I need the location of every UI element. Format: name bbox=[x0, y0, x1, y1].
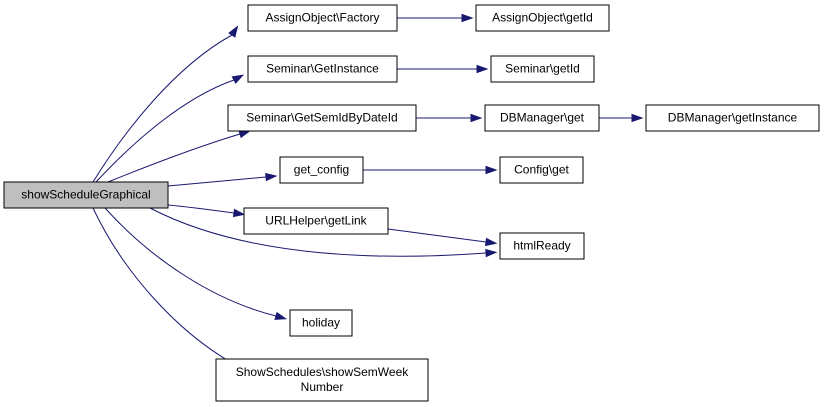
arrowhead bbox=[484, 237, 498, 247]
node-box bbox=[484, 104, 600, 132]
node-box bbox=[490, 55, 595, 83]
arrowhead bbox=[461, 13, 474, 23]
node-box bbox=[247, 4, 398, 32]
node-box bbox=[499, 232, 585, 260]
edges-layer bbox=[92, 13, 644, 370]
arrowhead bbox=[232, 208, 246, 218]
edge-n6-n7 bbox=[599, 113, 644, 123]
edge-n10-n11 bbox=[387, 228, 498, 247]
function-node[interactable]: AssignObject\Factory bbox=[247, 4, 398, 32]
node-box bbox=[247, 55, 398, 83]
node-box bbox=[475, 4, 610, 32]
arrowhead bbox=[231, 74, 245, 84]
node-box bbox=[499, 156, 584, 184]
function-node[interactable]: holiday bbox=[289, 309, 353, 337]
function-node[interactable]: AssignObject\getId bbox=[475, 4, 610, 32]
node-label: ShowSchedules\showSemWeek bbox=[236, 365, 410, 379]
edge-root-n3 bbox=[95, 74, 245, 183]
edge-line bbox=[92, 207, 233, 364]
edge-n3-n4 bbox=[397, 64, 489, 74]
function-node[interactable]: DBManager\get bbox=[484, 104, 600, 132]
node-box bbox=[227, 104, 417, 132]
node-box bbox=[3, 181, 169, 209]
function-node[interactable]: htmlReady bbox=[499, 232, 585, 260]
arrowhead bbox=[265, 172, 278, 182]
edge-root-n12 bbox=[104, 207, 288, 320]
node-label: Config\get bbox=[514, 163, 569, 177]
edge-root-n1 bbox=[92, 25, 239, 183]
edge-line bbox=[167, 204, 235, 214]
node-box bbox=[289, 309, 353, 337]
edge-root-n11 bbox=[149, 207, 498, 258]
arrowhead bbox=[228, 25, 239, 38]
arrowhead bbox=[485, 248, 498, 258]
edge-line bbox=[107, 133, 241, 183]
node-label: holiday bbox=[302, 316, 340, 330]
node-label: showScheduleGraphical bbox=[21, 188, 150, 202]
edge-line bbox=[92, 34, 233, 183]
edge-line bbox=[95, 79, 235, 183]
edge-line bbox=[387, 228, 487, 243]
edge-n8-n9 bbox=[363, 165, 498, 175]
node-label: Seminar\GetSemIdByDateId bbox=[246, 111, 397, 125]
node-label: Seminar\GetInstance bbox=[266, 62, 379, 76]
node-label: DBManager\get bbox=[500, 111, 585, 125]
function-node[interactable]: DBManager\getInstance bbox=[645, 104, 820, 132]
arrowhead bbox=[238, 130, 251, 139]
node-label: AssignObject\Factory bbox=[265, 11, 379, 25]
function-node[interactable]: Config\get bbox=[499, 156, 584, 184]
nodes-layer: showScheduleGraphical AssignObject\Factor… bbox=[3, 4, 820, 402]
function-node[interactable]: Seminar\GetSemIdByDateId bbox=[227, 104, 417, 132]
function-node[interactable]: get_config bbox=[279, 156, 364, 184]
node-box bbox=[243, 207, 389, 235]
node-label: htmlReady bbox=[513, 239, 570, 253]
arrowhead bbox=[470, 113, 483, 123]
edge-line bbox=[167, 176, 267, 187]
node-label: Seminar\getId bbox=[505, 62, 580, 76]
arrowhead bbox=[476, 64, 489, 74]
node-label: Number bbox=[301, 380, 344, 394]
edge-line bbox=[104, 207, 277, 317]
node-label: AssignObject\getId bbox=[492, 11, 593, 25]
function-node[interactable]: Seminar\getId bbox=[490, 55, 595, 83]
node-label: get_config bbox=[294, 163, 349, 177]
edge-n1-n2 bbox=[397, 13, 474, 23]
edge-root-n5 bbox=[107, 130, 251, 183]
edge-line bbox=[149, 207, 487, 257]
edge-root-n10 bbox=[167, 204, 246, 218]
edge-root-n13 bbox=[92, 207, 242, 370]
node-box bbox=[279, 156, 364, 184]
function-node[interactable]: Seminar\GetInstance bbox=[247, 55, 398, 83]
arrowhead bbox=[485, 165, 498, 175]
node-label: URLHelper\getLink bbox=[265, 214, 367, 228]
node-label: DBManager\getInstance bbox=[668, 111, 798, 125]
arrowhead bbox=[274, 311, 288, 320]
edge-root-n8 bbox=[167, 172, 278, 187]
node-box bbox=[645, 104, 820, 132]
function-node[interactable]: URLHelper\getLink bbox=[243, 207, 389, 235]
edge-n5-n6 bbox=[416, 113, 483, 123]
node-box bbox=[215, 358, 429, 402]
root-node: showScheduleGraphical bbox=[3, 181, 169, 209]
arrowhead bbox=[631, 113, 644, 123]
